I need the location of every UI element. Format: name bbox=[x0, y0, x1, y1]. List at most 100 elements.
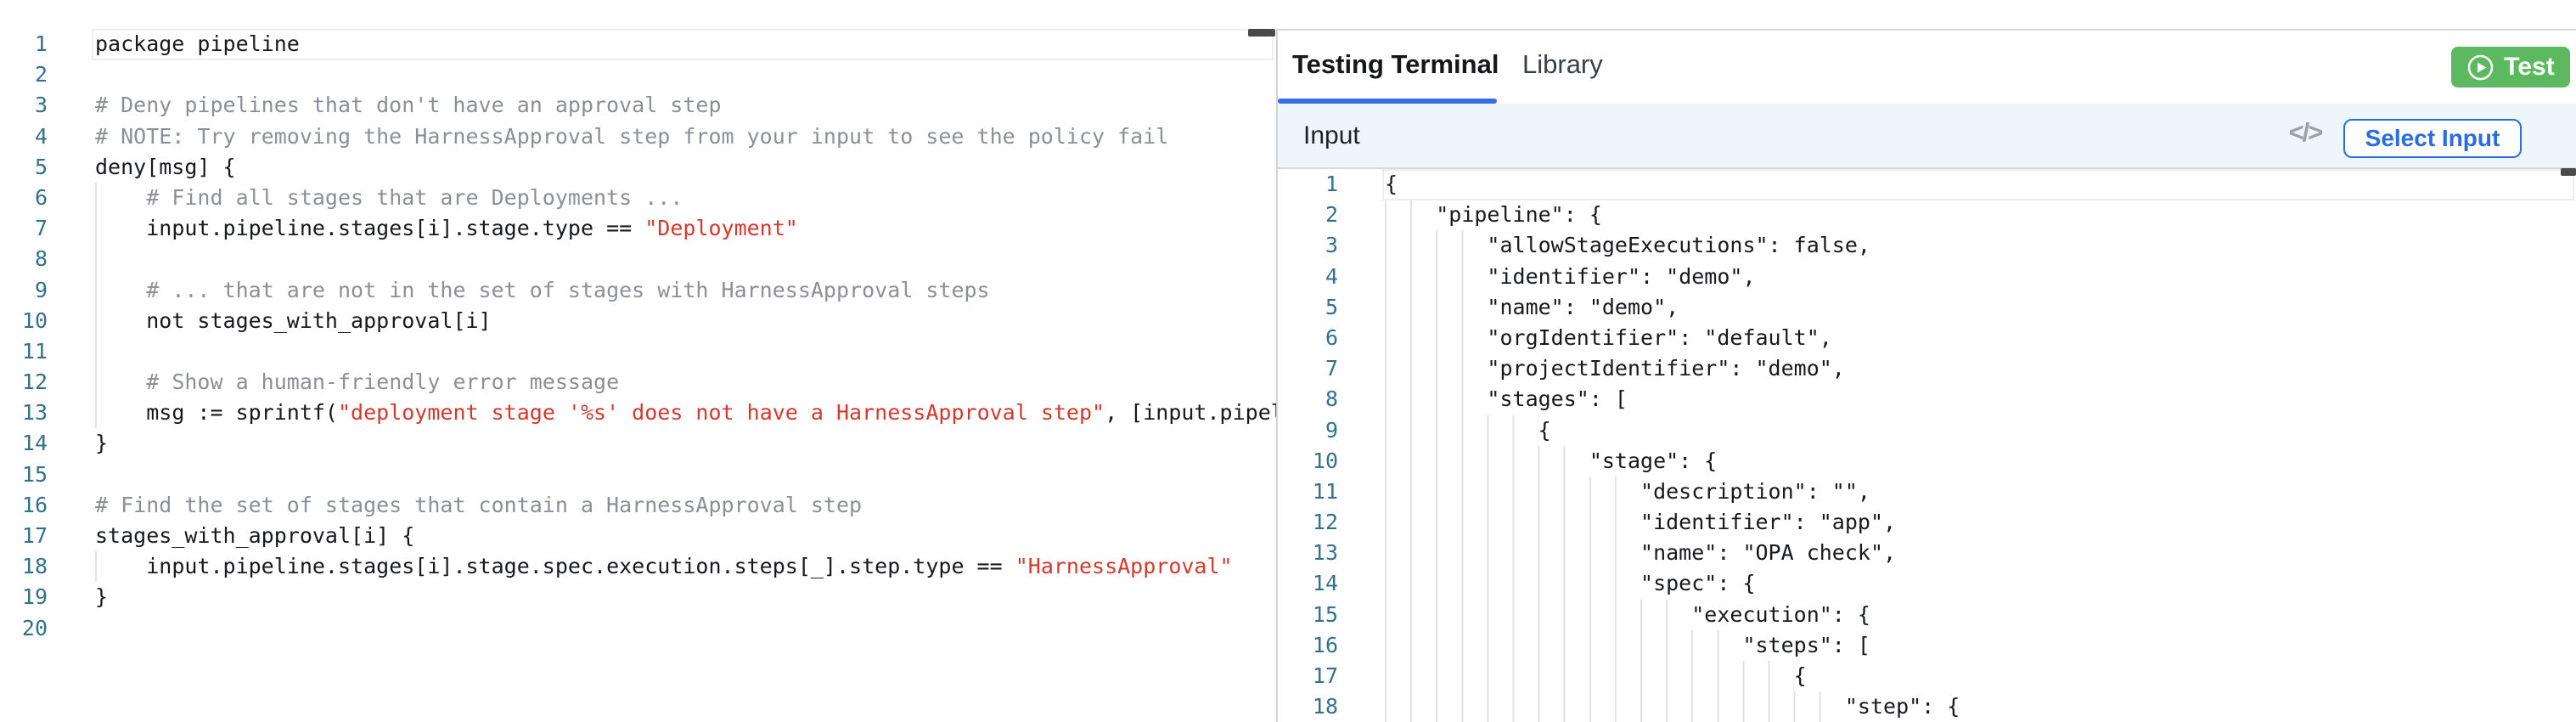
code-line-content[interactable]: input.pipeline.stages[i].stage.type == "… bbox=[95, 213, 798, 245]
line-number: 10 bbox=[21, 307, 48, 333]
code-line-content[interactable]: package pipeline bbox=[95, 29, 300, 59]
code-line-content[interactable] bbox=[95, 336, 147, 368]
code-line[interactable]: 15 "execution": { bbox=[1278, 599, 2576, 630]
code-line[interactable]: 16 "steps": [ bbox=[1278, 629, 2576, 661]
select-input-button[interactable]: Select Input bbox=[2343, 119, 2522, 158]
line-number: 14 bbox=[1312, 571, 1338, 596]
code-line-content[interactable]: input.pipeline.stages[i].stage.spec.exec… bbox=[95, 551, 1233, 583]
line-number: 12 bbox=[1312, 510, 1338, 535]
indent-guides bbox=[1385, 507, 1641, 539]
line-number: 3 bbox=[1325, 233, 1338, 258]
code-token-code: "execution": { bbox=[1691, 601, 1870, 627]
code-token-code: package pipeline bbox=[95, 31, 300, 56]
code-line[interactable]: 14} bbox=[0, 428, 1276, 459]
code-line[interactable]: 9 { bbox=[1278, 415, 2576, 446]
code-line[interactable]: 8 bbox=[0, 244, 1276, 275]
code-line[interactable]: 5 "name": "demo", bbox=[1278, 291, 2576, 323]
code-line-content[interactable]: } bbox=[95, 428, 108, 459]
code-line-content[interactable]: # Deny pipelines that don't have an appr… bbox=[95, 90, 722, 121]
indent-guides bbox=[95, 305, 147, 336]
code-line-content[interactable]: "step": { bbox=[1385, 691, 1960, 722]
code-line[interactable]: 4 "identifier": "demo", bbox=[1278, 261, 2576, 292]
code-line[interactable]: 3# Deny pipelines that don't have an app… bbox=[0, 90, 1276, 121]
code-line[interactable]: 14 "spec": { bbox=[1278, 568, 2576, 600]
scrollbar-thumb[interactable] bbox=[1248, 29, 1275, 37]
scrollbar-thumb[interactable] bbox=[2561, 168, 2576, 176]
code-line-content[interactable]: "execution": { bbox=[1385, 599, 1870, 630]
test-button[interactable]: Test bbox=[2451, 47, 2570, 87]
code-line-content[interactable]: "name": "OPA check", bbox=[1385, 538, 1896, 569]
code-line-content[interactable]: "stage": { bbox=[1385, 445, 1717, 477]
code-line-content[interactable]: # Find all stages that are Deployments .… bbox=[95, 182, 683, 214]
code-line-content[interactable]: { bbox=[1385, 661, 1807, 692]
code-line-content[interactable] bbox=[95, 244, 147, 275]
code-line[interactable]: 12 "identifier": "app", bbox=[1278, 507, 2576, 539]
code-line-content[interactable]: "pipeline": { bbox=[1385, 200, 1602, 231]
code-token-string: "HarnessApproval" bbox=[1015, 554, 1233, 579]
code-line[interactable]: 10 "stage": { bbox=[1278, 445, 2576, 477]
code-line-content[interactable]: "orgIdentifier": "default", bbox=[1385, 322, 1832, 354]
code-line-content[interactable]: "stages": [ bbox=[1385, 384, 1628, 415]
code-line-content[interactable]: deny[msg] { bbox=[95, 152, 236, 183]
code-line-content[interactable]: # Show a human-friendly error message bbox=[95, 367, 619, 398]
tab-testing-terminal[interactable]: Testing Terminal bbox=[1292, 49, 1499, 79]
line-number: 4 bbox=[1325, 263, 1338, 289]
code-line[interactable]: 15 bbox=[0, 460, 1276, 490]
code-line-content[interactable]: # ... that are not in the set of stages … bbox=[95, 274, 990, 306]
code-line-content[interactable]: "spec": { bbox=[1385, 568, 1756, 600]
code-line-content[interactable]: # NOTE: Try removing the HarnessApproval… bbox=[95, 121, 1168, 152]
code-line[interactable]: 12 # Show a human-friendly error message bbox=[0, 367, 1276, 398]
code-line[interactable]: 9 # ... that are not in the set of stage… bbox=[0, 274, 1276, 306]
code-line[interactable]: 6 # Find all stages that are Deployments… bbox=[0, 182, 1276, 214]
code-line-content[interactable]: not stages_with_approval[i] bbox=[95, 305, 492, 336]
test-button-label: Test bbox=[2504, 53, 2555, 81]
code-line[interactable]: 17 { bbox=[1278, 661, 2576, 692]
indent-guides bbox=[95, 244, 147, 275]
code-line-content[interactable]: "identifier": "demo", bbox=[1385, 261, 1756, 292]
code-line[interactable]: 20 bbox=[0, 613, 1276, 644]
code-line-content[interactable]: msg := sprintf("deployment stage '%s' do… bbox=[95, 398, 1276, 429]
code-line-content[interactable]: { bbox=[1385, 169, 1398, 200]
code-line[interactable]: 11 "description": "", bbox=[1278, 476, 2576, 508]
tab-library[interactable]: Library bbox=[1522, 49, 1603, 79]
code-line[interactable]: 18 input.pipeline.stages[i].stage.spec.e… bbox=[0, 551, 1276, 583]
code-line[interactable]: 3 "allowStageExecutions": false, bbox=[1278, 230, 2576, 262]
panel-divider[interactable] bbox=[1276, 29, 1278, 722]
code-line[interactable]: 13 "name": "OPA check", bbox=[1278, 538, 2576, 569]
code-line-content[interactable]: } bbox=[95, 582, 108, 612]
code-line[interactable]: 1{ bbox=[1278, 169, 2576, 200]
code-line[interactable]: 6 "orgIdentifier": "default", bbox=[1278, 322, 2576, 354]
code-line[interactable]: 7 "projectIdentifier": "demo", bbox=[1278, 353, 2576, 385]
input-json-editor[interactable]: 1{2 "pipeline": {3 "allowStageExecutions… bbox=[1278, 169, 2576, 722]
code-line[interactable]: 4# NOTE: Try removing the HarnessApprova… bbox=[0, 121, 1276, 152]
code-line[interactable]: 11 bbox=[0, 336, 1276, 368]
code-line-content[interactable]: { bbox=[1385, 415, 1551, 446]
code-line-content[interactable]: "description": "", bbox=[1385, 476, 1870, 508]
line-number: 2 bbox=[1325, 202, 1338, 228]
code-line-content[interactable]: "name": "demo", bbox=[1385, 291, 1679, 323]
line-number: 8 bbox=[34, 246, 48, 272]
code-line-content[interactable]: stages_with_approval[i] { bbox=[95, 521, 414, 551]
code-line[interactable]: 19} bbox=[0, 582, 1276, 612]
code-line[interactable]: 2 bbox=[0, 59, 1276, 90]
code-line[interactable]: 8 "stages": [ bbox=[1278, 384, 2576, 415]
code-line[interactable]: 2 "pipeline": { bbox=[1278, 200, 2576, 231]
code-line-content[interactable]: "projectIdentifier": "demo", bbox=[1385, 353, 1845, 385]
code-line[interactable]: 16# Find the set of stages that contain … bbox=[0, 490, 1276, 521]
code-view-toggle-icon[interactable]: </> bbox=[2288, 117, 2324, 147]
code-token-code: , [input.pipel bbox=[1105, 400, 1276, 426]
code-line-content[interactable]: "steps": [ bbox=[1385, 629, 1870, 661]
code-line[interactable]: 7 input.pipeline.stages[i].stage.type ==… bbox=[0, 213, 1276, 245]
code-line-content[interactable]: # Find the set of stages that contain a … bbox=[95, 490, 862, 521]
code-line[interactable]: 10 not stages_with_approval[i] bbox=[0, 305, 1276, 336]
code-token-comment: # Find the set of stages that contain a … bbox=[95, 492, 863, 517]
code-token-string: "Deployment" bbox=[644, 216, 798, 241]
code-line[interactable]: 13 msg := sprintf("deployment stage '%s'… bbox=[0, 398, 1276, 429]
code-line[interactable]: 18 "step": { bbox=[1278, 691, 2576, 722]
code-line-content[interactable]: "allowStageExecutions": false, bbox=[1385, 230, 1870, 262]
code-line-content[interactable]: "identifier": "app", bbox=[1385, 507, 1896, 539]
